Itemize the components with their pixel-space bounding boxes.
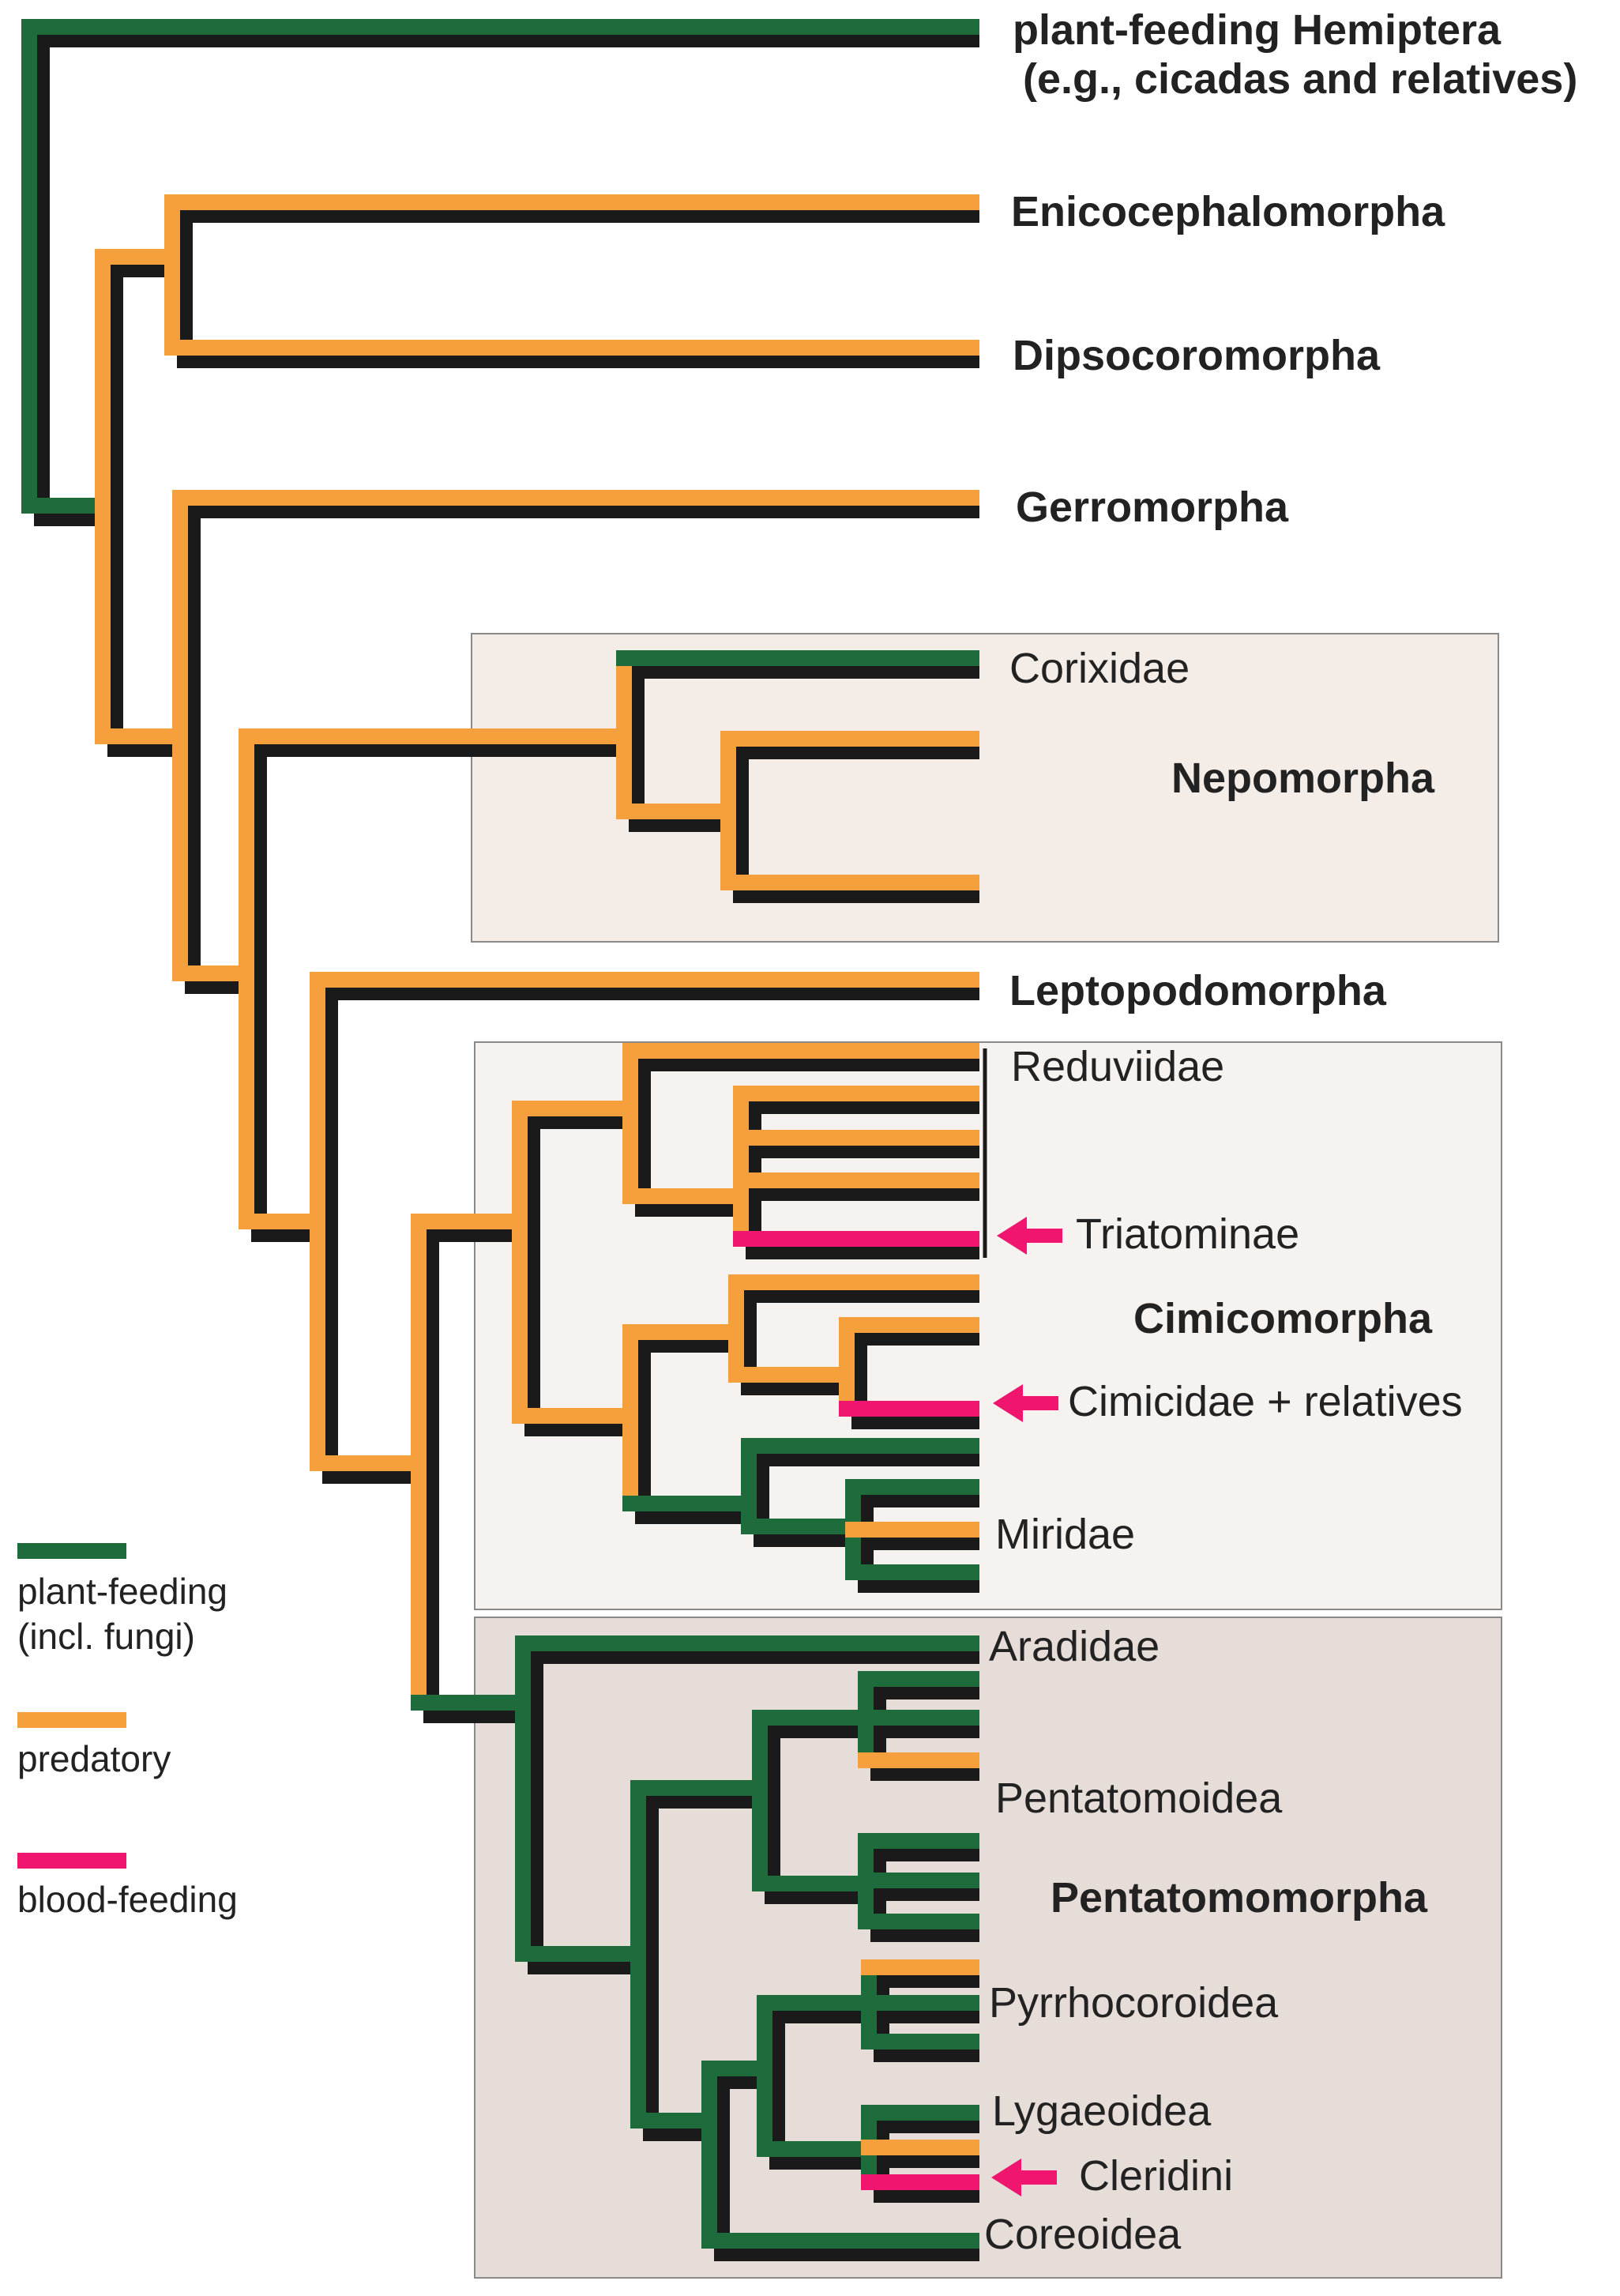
label-gerromorpha: Gerromorpha bbox=[1016, 484, 1289, 531]
label-dipsocoromorpha: Dipsocoromorpha bbox=[1013, 332, 1381, 379]
cleridini-arrow-icon bbox=[991, 2159, 1057, 2196]
legend-swatch-blood bbox=[17, 1853, 126, 1869]
legend-label-incl-fungi: (incl. fungi) bbox=[17, 1616, 195, 1657]
legend-label-blood-feeding: blood-feeding bbox=[17, 1879, 238, 1920]
triatominae-arrow-icon bbox=[997, 1217, 1062, 1255]
label-miridae: Miridae bbox=[995, 1511, 1135, 1558]
legend-swatch-plant bbox=[17, 1543, 126, 1559]
label-nepomorpha: Nepomorpha bbox=[1171, 755, 1435, 802]
label-cleridini: Cleridini bbox=[1079, 2152, 1233, 2200]
cimicidae-arrow-icon bbox=[993, 1384, 1058, 1422]
label-pentatomoidea: Pentatomoidea bbox=[995, 1775, 1283, 1822]
label-reduviidae: Reduviidae bbox=[1011, 1043, 1224, 1090]
label-pyrrhocoroidea: Pyrrhocoroidea bbox=[989, 1979, 1279, 2027]
legend: plant-feeding (incl. fungi) predatory bl… bbox=[17, 1543, 238, 1920]
label-corixidae: Corixidae bbox=[1009, 645, 1190, 692]
label-pentatomomorpha: Pentatomomorpha bbox=[1051, 1874, 1428, 1921]
label-lygaeoidea: Lygaeoidea bbox=[992, 2087, 1212, 2135]
tree-branches bbox=[21, 19, 979, 2261]
label-aradidae: Aradidae bbox=[989, 1623, 1160, 1670]
legend-label-plant-feeding: plant-feeding bbox=[17, 1571, 227, 1612]
label-enicocephalomorpha: Enicocephalomorpha bbox=[1011, 188, 1445, 235]
label-plant-feeding-hemiptera: plant-feeding Hemiptera bbox=[1013, 6, 1502, 54]
label-coreoidea: Coreoidea bbox=[984, 2211, 1182, 2258]
legend-label-predatory: predatory bbox=[17, 1738, 171, 1779]
label-cimicomorpha: Cimicomorpha bbox=[1133, 1295, 1433, 1342]
label-leptopodomorpha: Leptopodomorpha bbox=[1009, 967, 1387, 1014]
legend-swatch-predatory bbox=[17, 1712, 126, 1728]
label-cimicidae-relatives: Cimicidae + relatives bbox=[1068, 1378, 1463, 1425]
label-cicadas-relatives: (e.g., cicadas and relatives) bbox=[1023, 55, 1577, 103]
label-triatominae: Triatominae bbox=[1076, 1210, 1299, 1258]
